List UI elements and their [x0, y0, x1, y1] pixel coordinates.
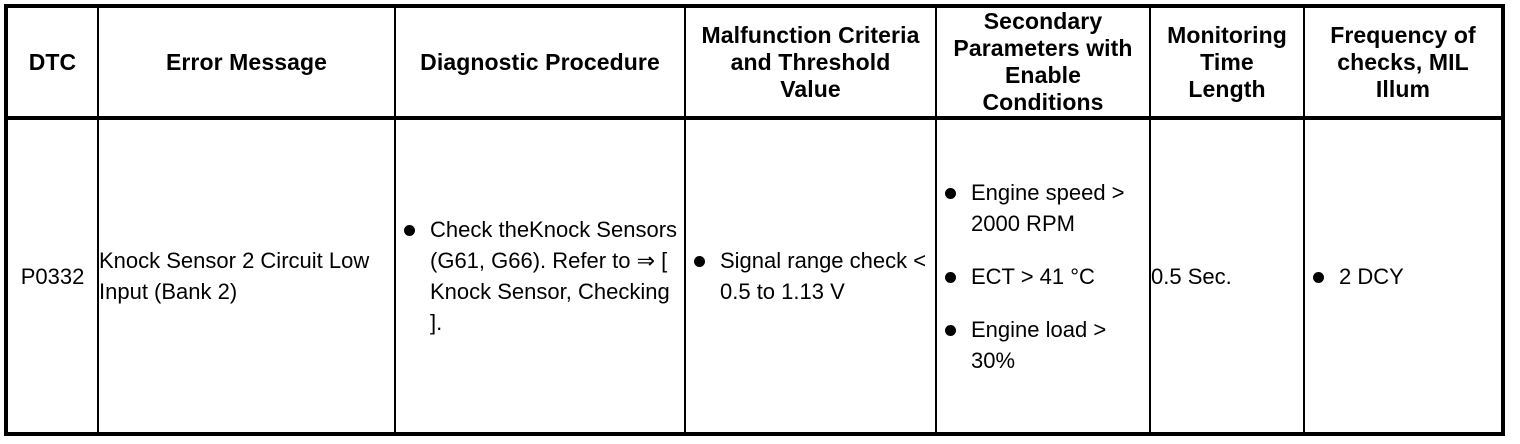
bullet-icon	[694, 256, 705, 267]
header-line: Parameters with	[953, 35, 1133, 61]
header-line: Time	[1200, 48, 1254, 75]
malfunction-bullet-list: Signal range check < 0.5 to 1.13 V	[686, 245, 935, 307]
error-message-value: Knock Sensor 2 Circuit Low Input (Bank 2…	[99, 248, 370, 304]
header-line: Value	[780, 75, 841, 102]
header-line: Monitoring	[1167, 21, 1287, 48]
dtc-code-value: P0332	[20, 263, 85, 289]
header-line: Length	[1188, 75, 1266, 102]
header-line: Frequency of	[1330, 21, 1476, 48]
bullet-icon	[945, 271, 956, 283]
list-item-text: Signal range check < 0.5 to 1.13 V	[720, 248, 927, 304]
header-line: Diagnostic Procedure	[420, 48, 660, 75]
bullet-icon	[404, 225, 415, 236]
bullet-icon	[945, 187, 956, 199]
diagnostic-bullet-list: Check theKnock Sensors (G61, G66). Refer…	[396, 214, 684, 338]
header-line: Enable	[1004, 62, 1081, 88]
header-line: checks, MIL	[1337, 48, 1469, 75]
cell-monitoring-time-length: 0.5 Sec.	[1149, 118, 1305, 434]
list-item-text: Check theKnock Sensors (G61, G66). Refer…	[430, 217, 678, 335]
list-item: Check theKnock Sensors (G61, G66). Refer…	[396, 214, 684, 338]
column-header-error-message: Error Message	[97, 6, 396, 120]
frequency-bullet-list: 2 DCY	[1305, 261, 1501, 292]
column-header-diagnostic-procedure: Diagnostic Procedure	[394, 6, 686, 120]
dtc-diagnostics-table: DTC Error Message Diagnostic Procedure M…	[4, 4, 1505, 436]
table-row: P0332 Knock Sensor 2 Circuit Low Input (…	[5, 118, 1504, 434]
list-item-text: Engine load > 30%	[971, 316, 1107, 373]
header-line: Error Message	[165, 48, 328, 75]
header-line: Malfunction Criteria	[701, 21, 920, 48]
list-item-text: ECT > 41 °C	[971, 263, 1095, 289]
column-header-frequency-of-checks: Frequency of checks, MIL Illum	[1303, 6, 1504, 120]
list-item: Signal range check < 0.5 to 1.13 V	[686, 245, 935, 307]
bullet-icon	[945, 324, 956, 336]
column-header-monitoring-time-length: Monitoring Time Length	[1149, 6, 1305, 120]
cell-malfunction-criteria: Signal range check < 0.5 to 1.13 V	[684, 118, 937, 434]
column-header-malfunction-criteria: Malfunction Criteria and Threshold Value	[684, 6, 937, 120]
list-item: Engine load > 30%	[937, 314, 1149, 376]
list-item: 2 DCY	[1305, 261, 1501, 292]
table-header: DTC Error Message Diagnostic Procedure M…	[5, 6, 1504, 120]
header-line: and Threshold	[730, 48, 891, 75]
list-item-text: 2 DCY	[1339, 263, 1404, 289]
monitoring-time-value: 0.5 Sec.	[1151, 263, 1232, 289]
header-line: DTC	[28, 48, 77, 75]
header-row: DTC Error Message Diagnostic Procedure M…	[5, 6, 1504, 120]
cell-error-message: Knock Sensor 2 Circuit Low Input (Bank 2…	[97, 118, 396, 434]
column-header-secondary-parameters: Secondary Parameters with Enable Conditi…	[935, 6, 1151, 120]
bullet-icon	[1313, 271, 1324, 283]
column-header-dtc: DTC	[5, 6, 99, 120]
header-line: Conditions	[982, 89, 1104, 115]
cell-frequency-of-checks: 2 DCY	[1303, 118, 1504, 434]
list-item: Engine speed > 2000 RPM	[937, 177, 1149, 239]
secondary-bullet-list: Engine speed > 2000 RPM ECT > 41 °C Engi…	[937, 177, 1149, 376]
list-item: ECT > 41 °C	[937, 261, 1149, 292]
cell-diagnostic-procedure: Check theKnock Sensors (G61, G66). Refer…	[394, 118, 686, 434]
header-line: Secondary	[983, 8, 1103, 34]
header-line: Illum	[1375, 75, 1431, 102]
cell-secondary-parameters: Engine speed > 2000 RPM ECT > 41 °C Engi…	[935, 118, 1151, 434]
table-body: P0332 Knock Sensor 2 Circuit Low Input (…	[5, 118, 1504, 434]
list-item-text: Engine speed > 2000 RPM	[971, 179, 1125, 236]
cell-dtc-code: P0332	[5, 118, 99, 434]
